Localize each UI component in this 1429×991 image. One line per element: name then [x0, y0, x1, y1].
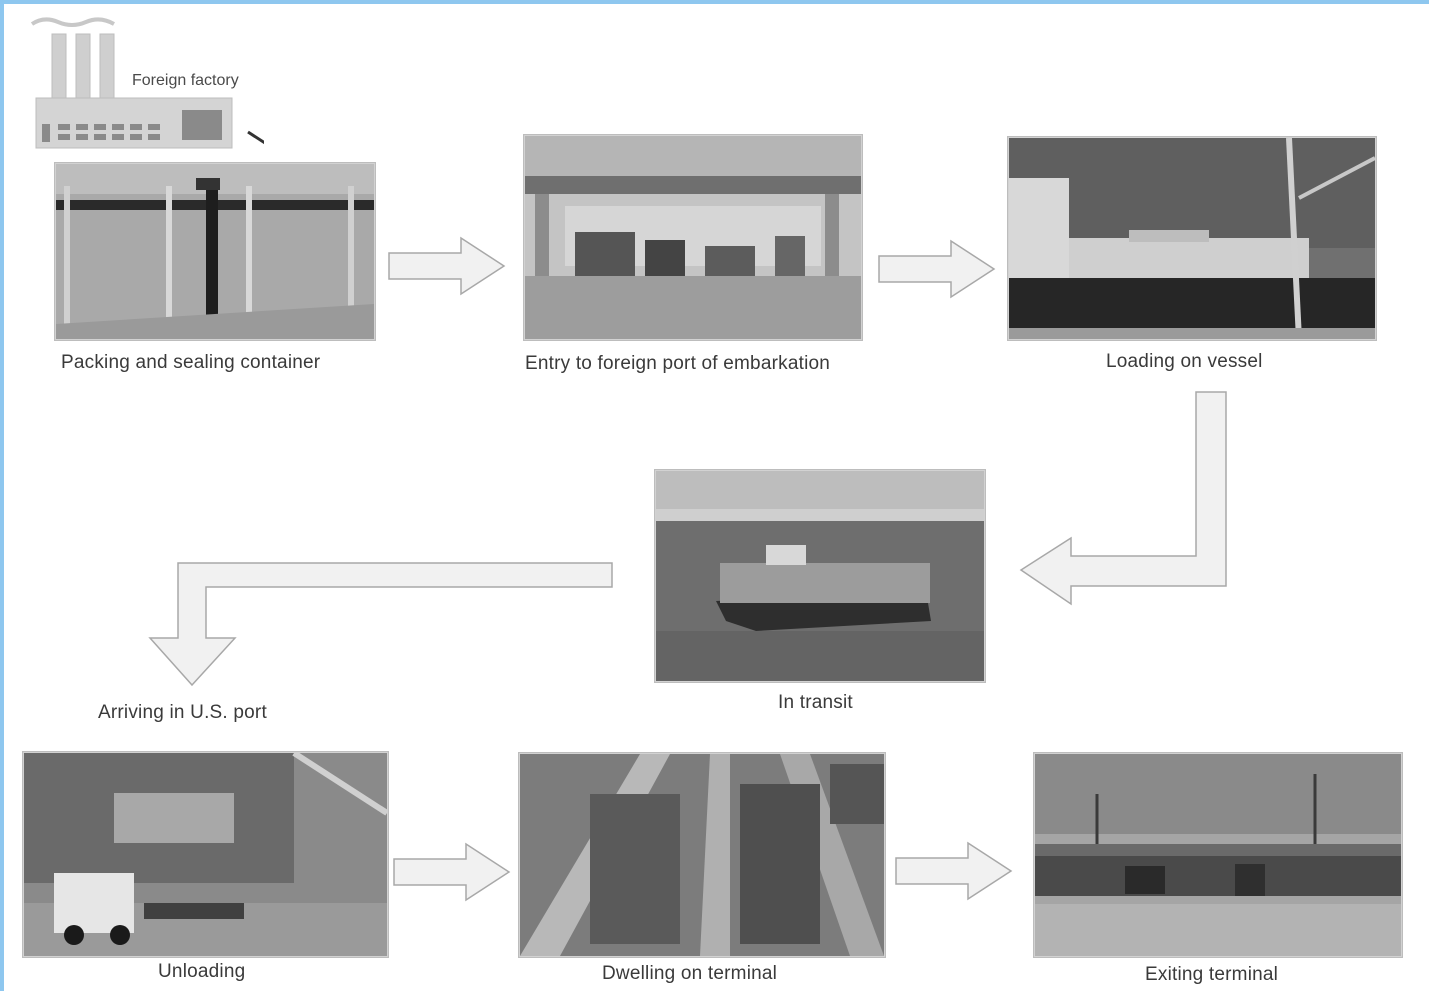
caption-unloading: Unloading: [158, 961, 246, 982]
photo-exit-terminal: [1034, 753, 1402, 957]
caption-dwelling: Dwelling on terminal: [602, 963, 778, 984]
arrow-down-left: [1019, 391, 1231, 612]
caption-transit: In transit: [778, 692, 853, 713]
factory-label: Foreign factory: [132, 72, 239, 89]
caption-exiting: Exiting terminal: [1145, 964, 1279, 985]
photo-unloading: [23, 752, 388, 957]
arrow-left-down: [148, 561, 620, 691]
arrow-right-3: [393, 842, 514, 902]
arrow-right-1: [388, 236, 509, 296]
arrow-right-2: [878, 239, 999, 299]
caption-arriving: Arriving in U.S. port: [98, 702, 267, 723]
photo-ship-transit: [655, 470, 985, 682]
photo-port-gate: [524, 135, 862, 340]
caption-loading: Loading on vessel: [1106, 351, 1263, 372]
caption-packing: Packing and sealing container: [61, 352, 321, 373]
arrow-right-4: [895, 841, 1016, 901]
photo-vessel-loading: [1008, 137, 1376, 340]
photo-terminal-aerial: [519, 753, 885, 957]
caption-entry: Entry to foreign port of embarkation: [525, 353, 831, 374]
photo-packing-container: [55, 163, 375, 340]
